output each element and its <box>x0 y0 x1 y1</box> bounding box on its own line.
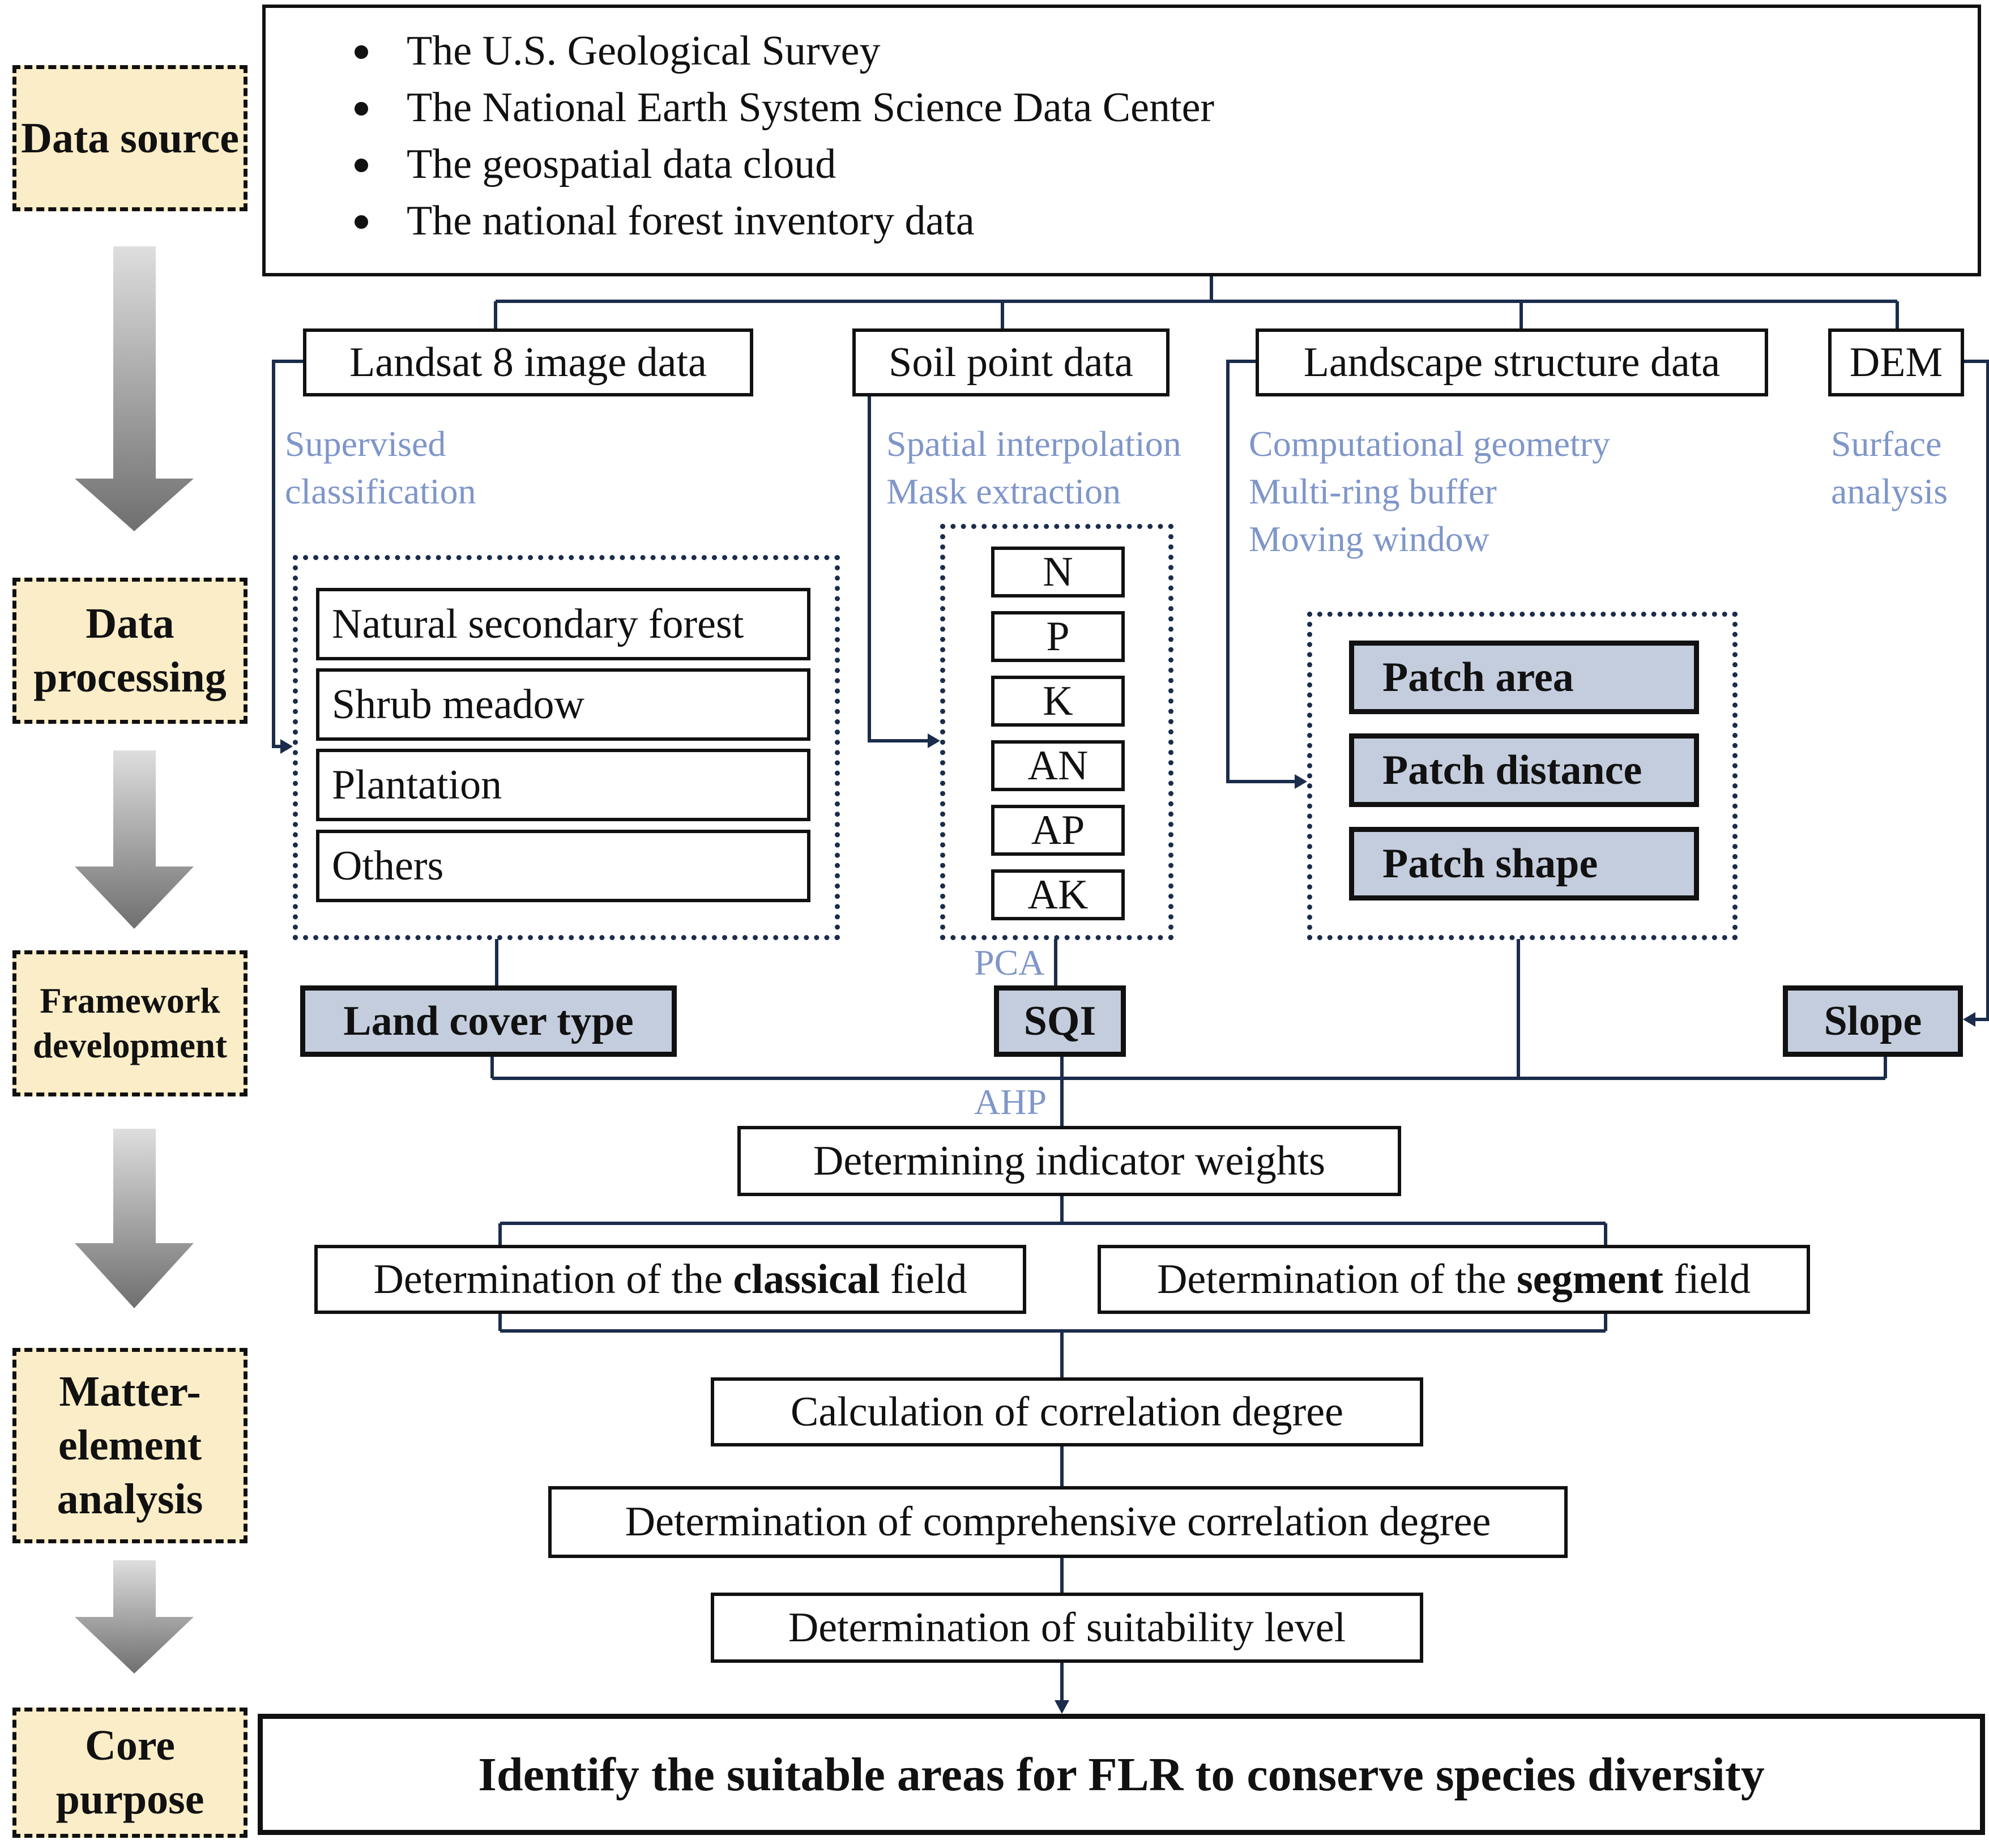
step-segment-field: Determination of the segment field <box>1098 1245 1810 1314</box>
arrowhead-soil <box>928 733 940 748</box>
ahp-label: AHP <box>974 1082 1047 1122</box>
stage-arrow-1 <box>75 246 194 531</box>
stage-framework-development: Framework development <box>12 950 247 1096</box>
bullet-icon <box>355 102 368 116</box>
dataset-landsat: Landsat 8 image data <box>303 328 753 396</box>
data-source-list: The U.S. Geological Survey The National … <box>340 23 1214 249</box>
data-source-box <box>262 5 1981 276</box>
stage-arrow-3 <box>75 1129 194 1308</box>
source-item: The U.S. Geological Survey <box>340 23 1214 79</box>
soil-nutrient: AK <box>991 869 1125 920</box>
source-item: The geospatial data cloud <box>340 136 1214 193</box>
stage-data-source: Data source <box>12 65 247 211</box>
step-comprehensive-correlation: Determination of comprehensive correlati… <box>548 1486 1568 1558</box>
soil-nutrient: AN <box>991 740 1125 791</box>
soil-nutrient: N <box>991 547 1125 597</box>
dataset-landscape: Landscape structure data <box>1256 328 1768 396</box>
method-dem: Surface analysis <box>1831 424 1948 511</box>
land-cover-class: Plantation <box>316 749 810 821</box>
land-cover-class: Others <box>316 830 810 902</box>
method-landscape: Computational geometry Multi-ring buffer… <box>1249 424 1611 559</box>
pca-label: PCA <box>974 942 1045 983</box>
step-suitability-level: Determination of suitability level <box>711 1593 1423 1663</box>
patch-metric: Patch area <box>1349 641 1699 714</box>
indicator-land-cover-type: Land cover type <box>300 985 677 1057</box>
source-item: The National Earth System Science Data C… <box>340 79 1214 136</box>
soil-nutrient-group <box>940 524 1173 940</box>
arrowhead-purpose <box>1055 1700 1069 1714</box>
dataset-soil: Soil point data <box>852 328 1170 396</box>
stage-matter-element-analysis: Matter-element analysis <box>12 1348 247 1543</box>
indicator-sqi: SQI <box>994 985 1126 1057</box>
step-indicator-weights: Determining indicator weights <box>737 1126 1401 1196</box>
stage-core-purpose: Core purpose <box>12 1708 247 1838</box>
step-correlation-degree: Calculation of correlation degree <box>711 1377 1423 1446</box>
bullet-icon <box>355 45 368 59</box>
arrowhead-slope <box>1963 1012 1975 1027</box>
patch-metric-group <box>1307 612 1738 940</box>
stage-arrow-4 <box>75 1560 194 1674</box>
stage-data-processing: Data processing <box>12 578 247 724</box>
bullet-icon <box>355 159 368 172</box>
soil-nutrient: P <box>991 611 1125 662</box>
method-landsat: Supervised classification <box>285 424 476 511</box>
source-item: The national forest inventory data <box>340 193 1214 249</box>
core-purpose-box: Identify the suitable areas for FLR to c… <box>258 1714 1985 1835</box>
dataset-dem: DEM <box>1828 328 1964 396</box>
stage-arrow-2 <box>75 750 194 929</box>
soil-nutrient: AP <box>991 805 1125 856</box>
patch-metric: Patch distance <box>1349 733 1699 807</box>
land-cover-class: Shrub meadow <box>316 668 810 741</box>
step-classical-field: Determination of the classical field <box>314 1245 1026 1314</box>
patch-metric: Patch shape <box>1349 827 1699 900</box>
land-cover-group <box>293 555 840 940</box>
method-soil: Spatial interpolation Mask extraction <box>886 424 1181 511</box>
arrowhead-landscape <box>1295 774 1307 789</box>
indicator-slope: Slope <box>1783 985 1963 1057</box>
land-cover-class: Natural secondary forest <box>316 588 810 660</box>
soil-nutrient: K <box>991 676 1125 727</box>
bullet-icon <box>355 215 368 229</box>
arrowhead-landcover <box>280 739 293 754</box>
